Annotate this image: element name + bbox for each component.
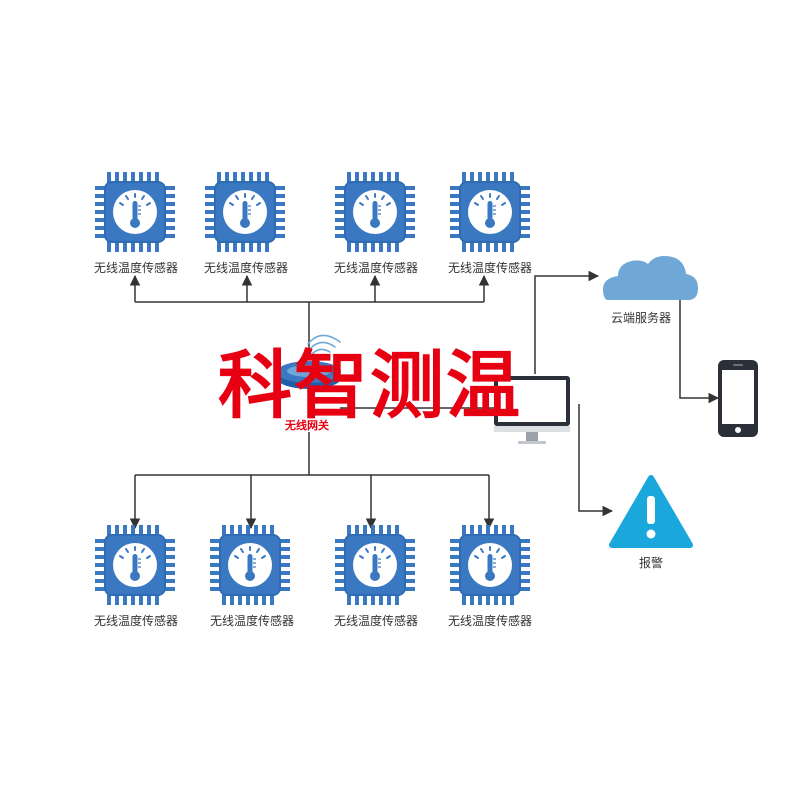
sensor-bottom-3-chip-icon xyxy=(334,524,416,606)
sensor-top-1-chip-icon xyxy=(94,171,176,253)
sensor-bottom-4-label: 无线温度传感器 xyxy=(447,614,533,628)
cloud-icon xyxy=(603,256,698,300)
sensor-top-3-chip-icon xyxy=(334,171,416,253)
sensor-top-4-chip-icon xyxy=(449,171,531,253)
sensor-top-1-label: 无线温度传感器 xyxy=(93,261,179,275)
monitor-icon xyxy=(494,376,570,444)
router-icon xyxy=(277,334,341,389)
smartphone-icon xyxy=(718,360,758,437)
sensor-bottom-3-label: 无线温度传感器 xyxy=(333,614,419,628)
brand-title: 科智测温 xyxy=(218,343,522,429)
connector-lines xyxy=(129,270,720,530)
cloud-server-label: 云端服务器 xyxy=(610,311,672,325)
sensor-bottom-1-chip-icon xyxy=(94,524,176,606)
sensor-bottom-4-chip-icon xyxy=(449,524,531,606)
sensor-top-2-chip-icon xyxy=(204,171,286,253)
sensor-top-3-label: 无线温度传感器 xyxy=(333,261,419,275)
computer-to-cloud-arrow xyxy=(534,270,600,374)
alarm-label: 报警 xyxy=(638,556,664,570)
sensor-bottom-2-chip-icon xyxy=(209,524,291,606)
sensor-bottom-1-label: 无线温度传感器 xyxy=(93,614,179,628)
cloud-to-phone-arrow xyxy=(679,286,720,404)
sensor-bottom-2-label: 无线温度传感器 xyxy=(209,614,295,628)
gateway-label: 无线网关 xyxy=(285,419,329,432)
sensor-top-4-label: 无线温度传感器 xyxy=(447,261,533,275)
warning-icon xyxy=(609,475,693,548)
computer-to-alarm-arrow xyxy=(578,404,614,517)
sensor-top-2-label: 无线温度传感器 xyxy=(203,261,289,275)
